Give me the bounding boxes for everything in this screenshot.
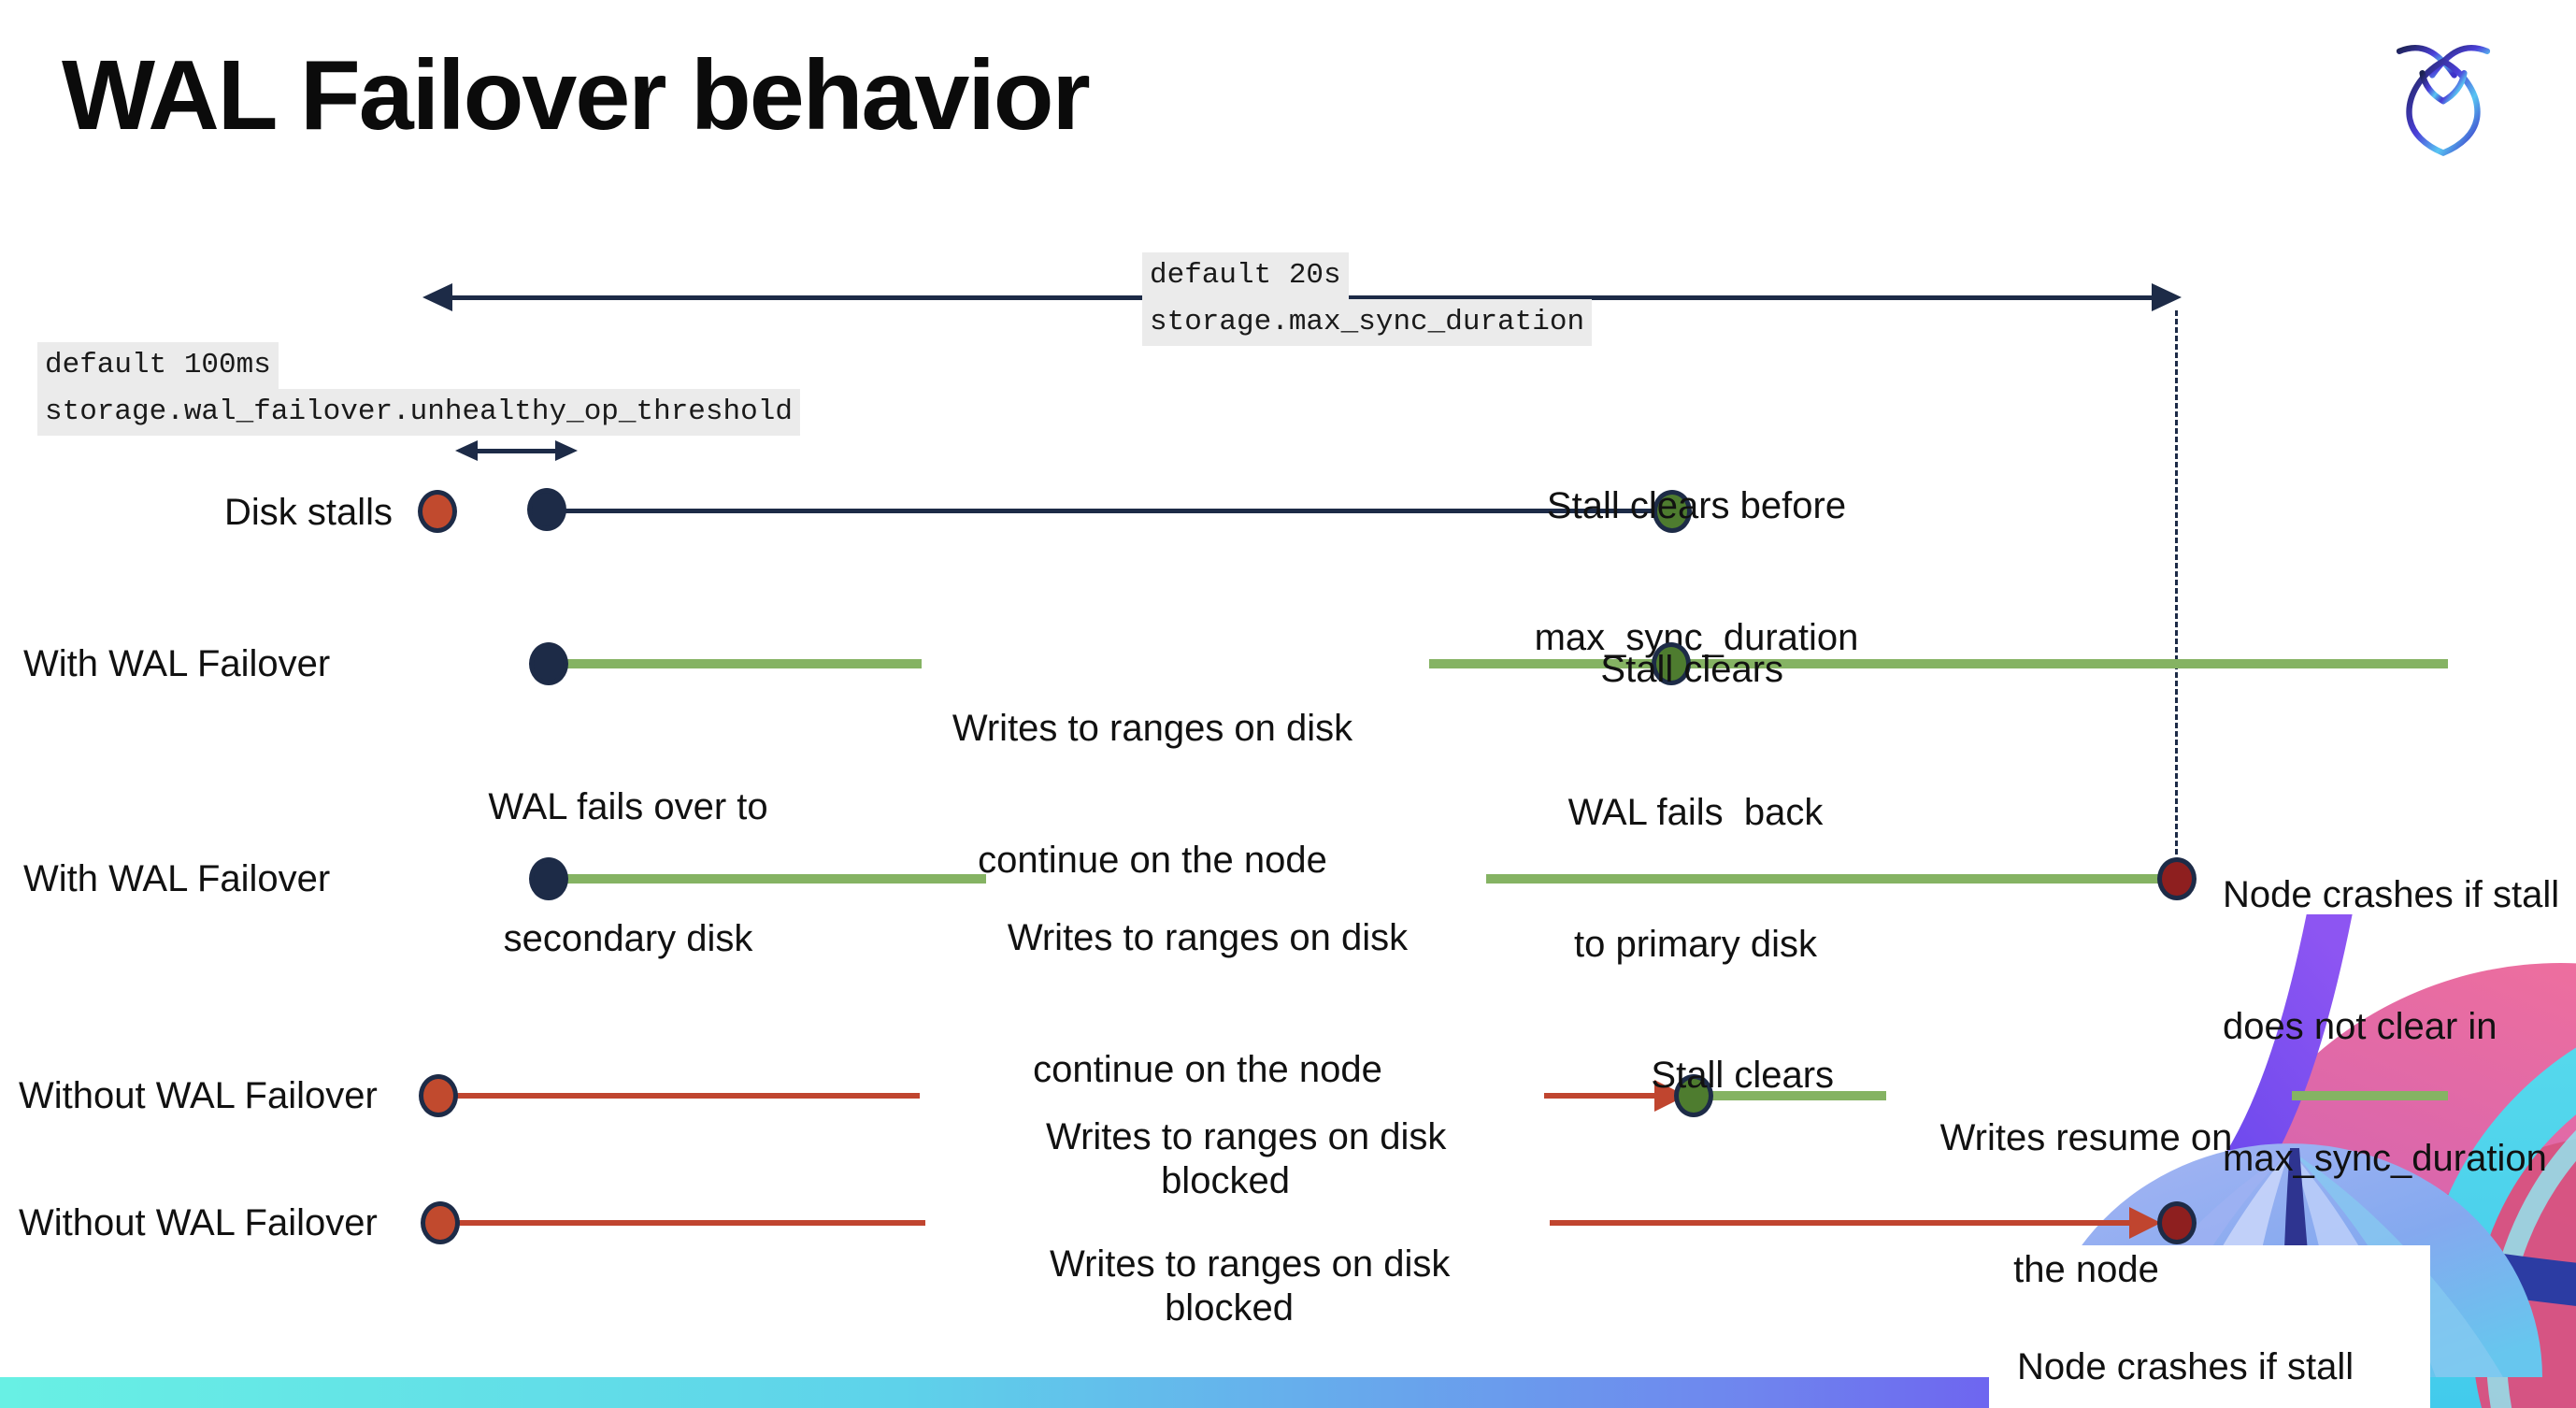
wal-failover-dot [529,857,568,900]
writes-blocked-note: Writes to ranges on disk blocked [1050,1243,1471,1329]
max-sync-deadline-dashed-line [2175,310,2178,855]
timeline-nowal1-resume-seg2 [2292,1091,2448,1100]
setting-name: storage.max_sync_duration [1142,299,1593,346]
writes-continue-note: Writes to ranges on disk continue on the… [1007,917,1409,1090]
stall-clears-label: Stall clears [1651,1055,1835,1096]
wal-failover-dot [529,642,568,685]
disk-stall-start-dot [418,490,457,533]
arrow-left-head-icon [422,283,452,311]
threshold-arrow-left-head-icon [455,440,478,461]
timeline-nowal1-resume-seg1 [1709,1091,1886,1100]
threshold-reached-dot [527,488,566,531]
unhealthy-op-threshold-setting-label: default 100ms storage.wal_failover.unhea… [37,342,800,436]
setting-name: storage.wal_failover.unhealthy_op_thresh… [37,389,800,436]
writes-continue-note: Writes to ranges on disk continue on the… [952,708,1353,881]
timeline-nowal2-blocked-seg2 [1550,1220,2133,1226]
timeline-nowal2-blocked-seg1 [451,1220,925,1226]
node-crash-note: Node crashes if stall does not clear in … [2017,1346,2354,1387]
timeline-wal1-seg1 [558,659,922,668]
stall-clears-dot [1674,1074,1713,1117]
row-label-with-wal-failover-2: With WAL Failover [23,858,331,899]
blocked-arrow-head-icon [2129,1207,2161,1239]
row-label-without-wal-failover-2: Without WAL Failover [19,1202,378,1243]
row-label-disk-stalls: Disk stalls [223,492,393,533]
node-crash-dot [2157,1201,2197,1244]
timeline-disk-stalls [547,509,1672,513]
writes-blocked-note: Writes to ranges on disk blocked [1046,1116,1467,1201]
stall-clears-dot [1653,490,1692,533]
timeline-wal1-seg2 [1429,659,2448,668]
page-title: WAL Failover behavior [62,40,1091,151]
stall-clears-label: Stall clears [1600,649,1784,690]
disk-stall-start-dot [419,1074,458,1117]
writes-resume-note: Writes resume on the node [1939,1117,2233,1290]
row-label-with-wal-failover-1: With WAL Failover [23,643,331,684]
threshold-arrow-right-head-icon [555,440,578,461]
stall-clears-before-note: Stall clears before max_sync_duration [1534,485,1859,658]
setting-default-value: default 100ms [37,342,279,389]
timeline-wal2-seg2 [1486,874,2165,884]
failover-note: WAL fails over to secondary disk [488,786,768,959]
cockroachdb-logo-icon [2396,45,2491,157]
node-crash-dot [2157,857,2197,900]
threshold-arrow-line [466,449,555,453]
stall-clears-dot [1652,642,1691,685]
timeline-nowal1-blocked-seg1 [449,1093,920,1099]
failback-note: WAL fails back to primary disk [1567,792,1824,965]
timeline-nowal1-blocked-seg2 [1544,1093,1660,1099]
max-sync-duration-setting-label: default 20s storage.max_sync_duration [1142,252,1593,346]
setting-default-value: default 20s [1142,252,1349,299]
node-crash-callout-box: Node crashes if stall does not clear in … [1989,1245,2430,1408]
row-label-without-wal-failover-1: Without WAL Failover [19,1075,378,1116]
timeline-wal2-seg1 [558,874,986,884]
arrow-right-head-icon [2152,283,2182,311]
disk-stall-start-dot [421,1201,460,1244]
node-crash-note: Node crashes if stall does not clear in … [2223,874,2560,1179]
